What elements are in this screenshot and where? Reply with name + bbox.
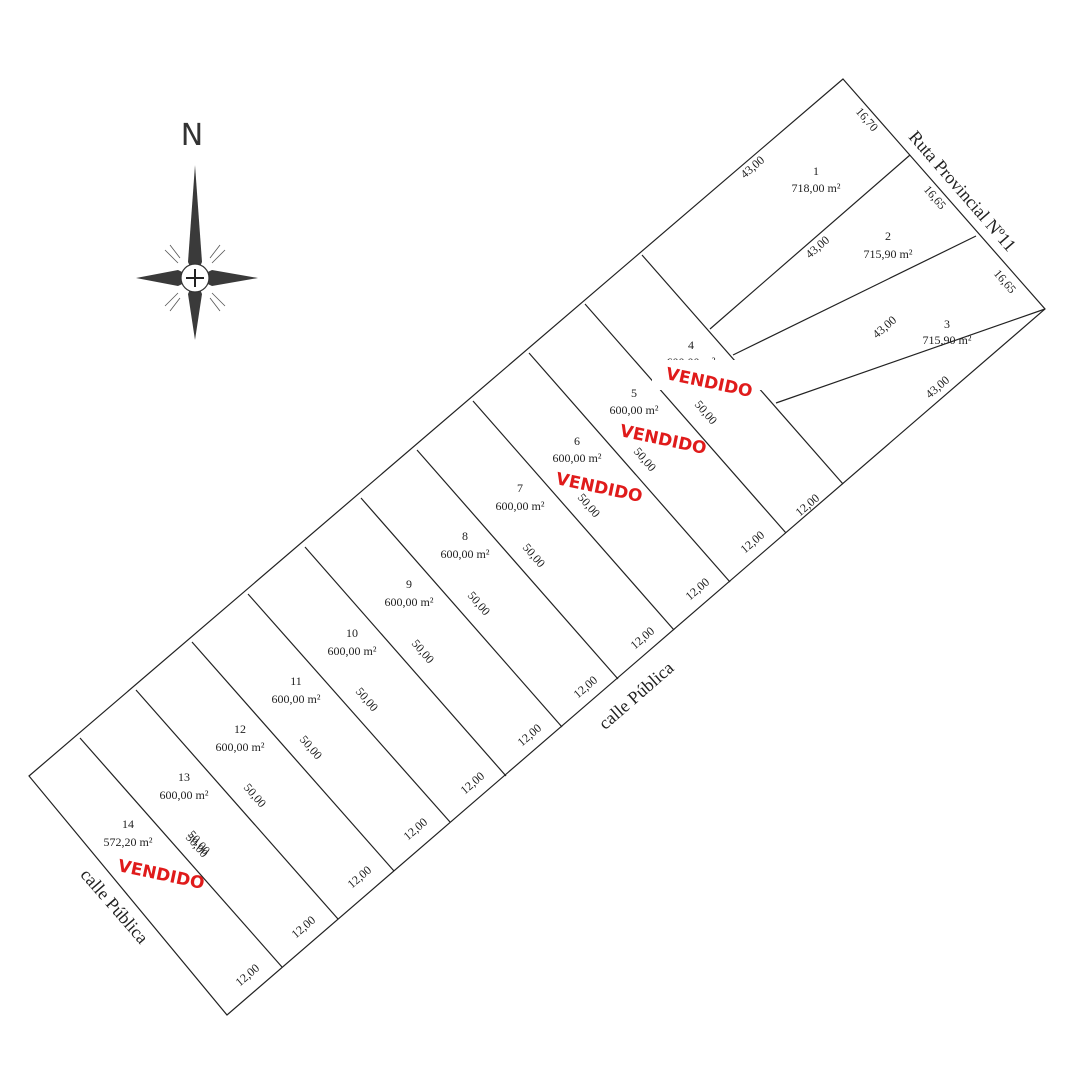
lot-dim-side: 50,00 (631, 445, 659, 475)
lot-dim-front: 12,00 (401, 815, 431, 843)
lot-number: 14 (122, 817, 134, 831)
lot-area: 600,00 m² (272, 692, 321, 706)
lot-boundary-1-2 (709, 154, 911, 330)
sold-backdrop (652, 360, 766, 390)
lot-area: 600,00 m² (216, 740, 265, 754)
block-outline (28, 78, 1046, 1016)
lot-area: 715,90 m² (864, 247, 913, 261)
lot-number: 3 (944, 317, 950, 331)
lot-dim-front: 12,00 (458, 769, 488, 797)
lot-area: 600,00 m² (441, 547, 490, 561)
lot-area: 600,00 m² (328, 644, 377, 658)
lot-boundary-14-13 (79, 737, 283, 968)
lot-number: 7 (517, 481, 523, 495)
lot-dim-side: 43,00 (870, 313, 900, 341)
lot-dim-side: 43,00 (803, 233, 833, 261)
lot-boundary-9-8 (360, 497, 563, 728)
lot-boundary-11-10 (247, 593, 451, 823)
lot-area: 600,00 m² (385, 595, 434, 609)
lot-1[interactable]: 1 718,00 m² 16,70 43,00 (738, 105, 882, 195)
lot-boundary-6-5 (528, 352, 731, 583)
lot-dim-side: 50,00 (183, 831, 211, 861)
lot-3[interactable]: 3 715,90 m² 16,65 43,00 43,00 (870, 267, 1020, 402)
compass-icon: N (136, 118, 258, 340)
lot-boundary-8-7 (416, 449, 619, 680)
lot-number: 10 (346, 626, 358, 640)
sold-badge: VENDIDO (554, 469, 644, 507)
lot-dim-front: 12,00 (683, 575, 713, 603)
lot-boundary-2-3 (732, 235, 977, 356)
lot-boundary-7-6 (472, 400, 675, 631)
lot-number: 9 (406, 577, 412, 591)
sold-badge: VENDIDO (116, 856, 206, 894)
lot-number: 4 (688, 338, 694, 352)
lot-boundary-5-4 (584, 303, 787, 534)
lot-number: 8 (462, 529, 468, 543)
lot-area: 600,00 m² (553, 451, 602, 465)
lot-14[interactable]: 14 572,20 m² 50,00 12,00 VENDIDO (104, 817, 263, 989)
lot-boundary-10-9 (304, 546, 507, 777)
lot-area: 600,00 m² (610, 403, 659, 417)
lot-area: 715,90 m² (923, 333, 972, 347)
lot-5[interactable]: 5 600,00 m² 50,00 12,00 VENDIDO (610, 386, 768, 556)
lot-dim-back: 43,00 (923, 373, 953, 401)
lot-dim-side: 50,00 (465, 589, 493, 619)
lot-number: 2 (885, 229, 891, 243)
lot-dim-side: 50,00 (241, 781, 269, 811)
lot-number: 6 (574, 434, 580, 448)
lot-dim-front: 16,70 (853, 105, 881, 135)
north-label: N (181, 118, 203, 153)
lot-dim-side: 43,00 (738, 153, 768, 181)
lot-dim-side: 50,00 (692, 398, 720, 428)
lot-dim-side: 50,00 (353, 685, 381, 715)
lot-boundary-12-11 (191, 641, 395, 872)
lot-dim-side: 50,00 (520, 541, 548, 571)
lot-number: 12 (234, 722, 246, 736)
lot-number: 5 (631, 386, 637, 400)
lot-dim-front: 12,00 (233, 961, 263, 989)
lot-boundary-13-12 (135, 689, 339, 920)
lot-area: 600,00 m² (160, 788, 209, 802)
lot-number: 11 (290, 674, 302, 688)
lot-dim-front: 16,65 (991, 267, 1019, 297)
lot-dim-front: 12,00 (345, 863, 375, 891)
lot-number: 13 (178, 770, 190, 784)
lot-boundary-3-back (775, 308, 1046, 404)
lot-area: 600,00 m² (496, 499, 545, 513)
lot-dim-front: 16,65 (921, 183, 949, 213)
lot-area: 718,00 m² (792, 181, 841, 195)
lot-area: 572,20 m² (104, 835, 153, 849)
lot-4[interactable]: 4 600,00 m² 50,00 12,00 VENDIDO (652, 338, 822, 519)
parcel-lines (28, 78, 1046, 1016)
lot-9[interactable]: 9 600,00 m² 50,00 12,00 (385, 577, 545, 749)
street-label-calle-front: calle Pública (595, 658, 678, 734)
lot-number: 1 (813, 164, 819, 178)
lot-dim-front: 12,00 (289, 913, 319, 941)
lot-dim-side: 50,00 (409, 637, 437, 667)
lot-dim-side: 50,00 (297, 733, 325, 763)
